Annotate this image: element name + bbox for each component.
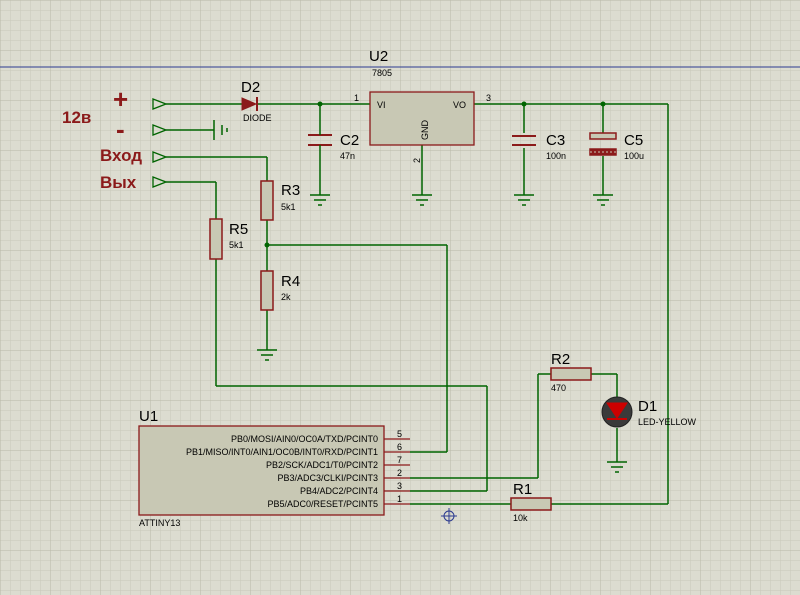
u1-pin-pb2-name: PB2/SCK/ADC1/T0/PCINT2 — [266, 460, 378, 470]
r1-resistor[interactable] — [510, 497, 552, 511]
r3-value: 5k1 — [281, 202, 296, 212]
input-label: Вход — [100, 146, 142, 165]
u1-pin-pb5-number: 1 — [397, 494, 402, 504]
c3-ref: C3 — [546, 132, 565, 149]
minus-ground-symbol — [213, 120, 228, 140]
u2-pin3-number: 3 — [486, 93, 491, 103]
r2-ref: R2 — [551, 351, 570, 368]
r5-resistor[interactable] — [209, 218, 223, 260]
terminals — [152, 98, 168, 188]
u2-pin-vi: VI — [377, 100, 386, 110]
r5-value: 5k1 — [229, 240, 244, 250]
output-label: Вых — [100, 173, 137, 192]
u2-pin-gnd: GND — [420, 120, 430, 141]
r4-resistor[interactable] — [260, 270, 274, 311]
r2-value: 470 — [551, 383, 566, 393]
u2-pin1-number: 1 — [354, 93, 359, 103]
d2-value: DIODE — [243, 113, 272, 123]
c2-ref: C2 — [340, 132, 359, 149]
c5-ref: C5 — [624, 132, 643, 149]
origin-marker — [441, 508, 457, 524]
r3-resistor[interactable] — [260, 180, 274, 221]
d2-diode[interactable] — [241, 97, 258, 111]
r5-ref: R5 — [229, 221, 248, 238]
r2-resistor[interactable] — [550, 367, 592, 381]
u1-pin-pb2-number: 7 — [397, 455, 402, 465]
u1-pin-pb5-name: PB5/ADC0/RESET/PCINT5 — [267, 499, 378, 509]
terminal-plus — [152, 98, 168, 110]
c5-capacitor[interactable] — [589, 132, 617, 156]
r1-value: 10k — [513, 513, 528, 523]
c2-value: 47n — [340, 151, 355, 161]
d1-ref: D1 — [638, 398, 657, 415]
u2-ref: U2 — [369, 48, 388, 65]
u1-value: ATTINY13 — [139, 518, 180, 528]
u1-pin-pb3-name: PB3/ADC3/CLKI/PCINT3 — [277, 473, 378, 483]
u1-pin-pb0-number: 5 — [397, 429, 402, 439]
d1-led[interactable] — [601, 396, 633, 428]
u2-pin-vo: VO — [453, 100, 466, 110]
plus-label: + — [113, 84, 128, 114]
u1-pin-pb1-number: 6 — [397, 442, 402, 452]
u1-pin-pb3-number: 2 — [397, 468, 402, 478]
u2-value: 7805 — [372, 68, 392, 78]
terminal-minus — [152, 124, 168, 136]
c3-capacitor[interactable] — [512, 135, 536, 146]
d2-ref: D2 — [241, 79, 260, 96]
u1-microcontroller[interactable] — [138, 425, 385, 516]
terminal-input — [152, 151, 168, 163]
junctions — [264, 101, 606, 248]
u1-pin-leads — [384, 438, 410, 505]
u1-pin-pb4-number: 3 — [397, 481, 402, 491]
r3-ref: R3 — [281, 182, 300, 199]
ground-symbols — [257, 194, 627, 473]
u1-ref: U1 — [139, 408, 158, 425]
supply-label: 12в — [62, 108, 91, 127]
r4-value: 2k — [281, 292, 291, 302]
r1-ref: R1 — [513, 481, 532, 498]
wires — [166, 103, 669, 505]
c5-value: 100u — [624, 151, 644, 161]
terminal-output — [152, 176, 168, 188]
u1-pin-pb1-name: PB1/MISO/INT0/AIN1/OC0B/INT0/RXD/PCINT1 — [186, 447, 378, 457]
u1-pin-pb4-name: PB4/ADC2/PCINT4 — [300, 486, 378, 496]
r4-ref: R4 — [281, 273, 300, 290]
u2-regulator[interactable] — [369, 91, 475, 146]
u1-pin-pb0-name: PB0/MOSI/AIN0/OC0A/TXD/PCINT0 — [231, 434, 378, 444]
d1-value: LED-YELLOW — [638, 417, 697, 427]
u2-pin2-number: 2 — [412, 158, 422, 163]
c3-value: 100n — [546, 151, 566, 161]
minus-label: - — [116, 114, 125, 144]
